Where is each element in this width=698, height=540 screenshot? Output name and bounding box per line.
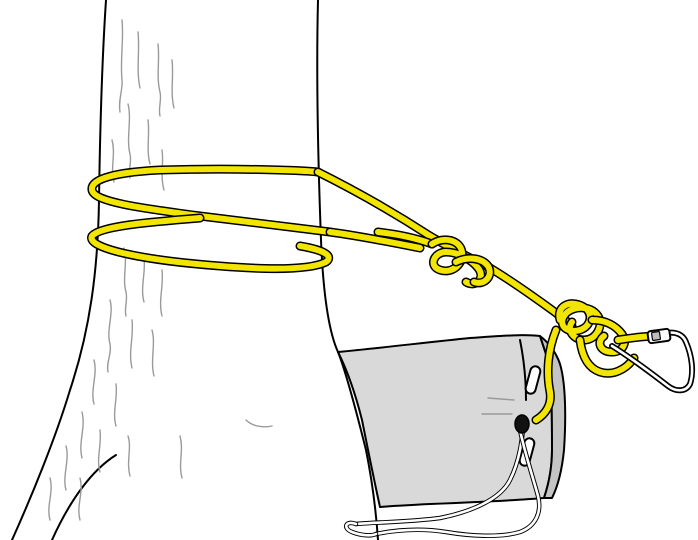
bark-mark — [128, 436, 130, 476]
bark-mark — [152, 330, 154, 376]
bark-mark — [81, 412, 83, 458]
bark-mark — [93, 360, 95, 404]
bark-mark — [128, 104, 131, 178]
figure-eight-knot — [559, 304, 660, 374]
bark-mark — [99, 430, 101, 472]
bark-mark — [131, 320, 133, 368]
carabiner-gate-sleeve — [651, 331, 660, 340]
trunk-root-flare — [52, 455, 116, 540]
bark-mark — [172, 60, 174, 108]
bark-mark — [158, 44, 161, 116]
trunk-left-edge — [12, 0, 106, 540]
bark-mark — [65, 446, 67, 490]
bark-mark — [246, 420, 272, 427]
bark-mark — [161, 270, 163, 316]
cord-lock — [515, 415, 529, 433]
bark-mark — [138, 32, 140, 88]
bark-mark — [143, 258, 145, 302]
bark-mark — [120, 20, 123, 112]
bark-mark — [148, 120, 150, 164]
bark-mark — [49, 478, 51, 520]
bark-mark — [180, 436, 182, 478]
bark-mark — [108, 300, 112, 372]
bark-mark — [79, 478, 81, 520]
bark-mark — [115, 384, 117, 426]
